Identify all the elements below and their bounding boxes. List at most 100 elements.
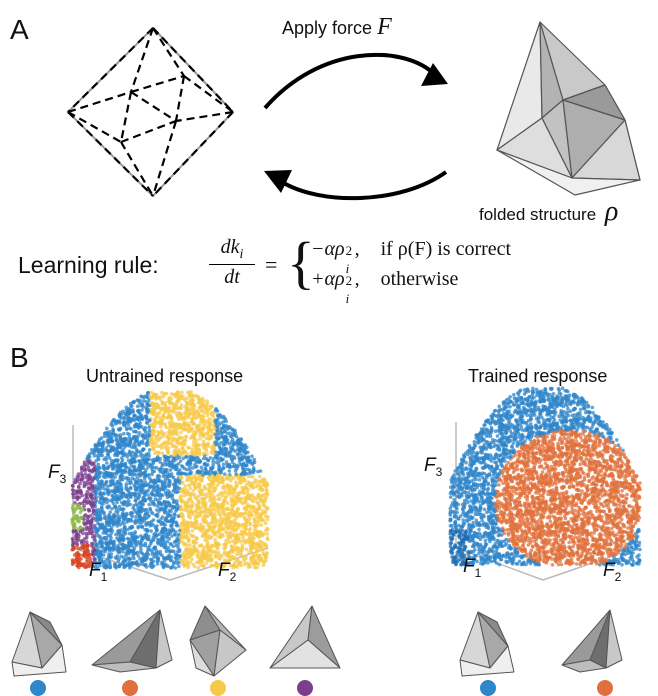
point xyxy=(221,426,225,431)
point xyxy=(476,438,481,443)
point xyxy=(136,563,140,568)
point xyxy=(616,550,620,554)
point xyxy=(149,479,154,483)
point xyxy=(94,526,98,530)
point xyxy=(184,455,189,459)
point xyxy=(122,423,126,427)
point xyxy=(150,396,154,401)
point xyxy=(173,530,178,534)
point xyxy=(128,401,133,406)
point xyxy=(232,456,237,461)
point xyxy=(94,487,98,491)
point xyxy=(118,436,123,441)
point xyxy=(548,457,552,461)
point xyxy=(161,565,166,570)
point xyxy=(146,408,151,413)
point xyxy=(237,552,242,556)
point xyxy=(214,442,218,447)
point xyxy=(86,553,90,558)
point xyxy=(526,560,530,564)
point xyxy=(172,512,177,516)
point xyxy=(139,478,143,483)
point xyxy=(494,452,499,456)
point xyxy=(211,474,216,478)
point xyxy=(81,544,86,548)
point xyxy=(236,563,241,567)
point xyxy=(70,521,74,525)
point xyxy=(614,493,618,498)
point xyxy=(183,427,188,432)
point xyxy=(117,507,121,512)
point xyxy=(170,436,175,441)
point xyxy=(190,401,195,405)
point xyxy=(541,515,546,519)
point xyxy=(162,415,166,419)
point xyxy=(144,452,149,457)
point xyxy=(182,442,186,447)
point xyxy=(130,540,134,545)
point xyxy=(210,480,215,484)
point xyxy=(192,548,197,553)
point xyxy=(78,481,82,486)
point xyxy=(232,529,236,533)
point xyxy=(179,529,183,534)
point xyxy=(141,466,146,471)
point xyxy=(185,523,190,527)
point xyxy=(141,472,146,476)
point xyxy=(169,422,174,427)
point xyxy=(467,448,472,453)
point xyxy=(188,427,192,432)
point xyxy=(110,519,115,524)
point xyxy=(109,447,114,452)
point xyxy=(133,434,138,439)
point xyxy=(249,544,254,549)
point xyxy=(247,511,252,516)
point xyxy=(242,491,246,496)
point xyxy=(521,405,526,410)
point xyxy=(254,547,259,552)
point xyxy=(101,466,106,470)
point xyxy=(104,531,108,535)
point xyxy=(106,540,111,545)
point xyxy=(96,442,101,447)
point xyxy=(205,528,209,533)
point xyxy=(102,516,107,520)
point xyxy=(206,470,211,475)
point xyxy=(200,525,205,529)
point xyxy=(227,550,232,555)
point xyxy=(90,483,95,488)
point xyxy=(149,395,153,400)
point xyxy=(94,549,99,554)
point xyxy=(139,394,143,399)
point xyxy=(162,472,166,476)
point xyxy=(140,520,144,524)
point xyxy=(132,445,136,450)
point xyxy=(130,544,134,548)
point xyxy=(546,538,550,542)
point xyxy=(218,467,222,472)
point xyxy=(621,534,625,538)
point xyxy=(216,543,221,547)
point xyxy=(145,510,150,514)
point xyxy=(252,468,256,472)
point xyxy=(142,558,146,563)
point xyxy=(122,463,126,468)
point xyxy=(89,527,94,531)
point xyxy=(98,510,103,514)
point xyxy=(530,460,534,464)
point xyxy=(239,457,244,461)
point xyxy=(178,554,182,558)
point xyxy=(129,459,134,464)
point xyxy=(153,545,158,550)
point xyxy=(227,451,232,456)
point xyxy=(138,421,142,426)
point xyxy=(193,508,197,513)
point xyxy=(123,530,127,534)
point xyxy=(464,486,469,490)
point xyxy=(583,528,587,532)
point xyxy=(244,527,249,531)
point xyxy=(553,506,557,511)
point xyxy=(75,518,80,523)
point xyxy=(114,489,119,494)
point xyxy=(578,435,583,440)
